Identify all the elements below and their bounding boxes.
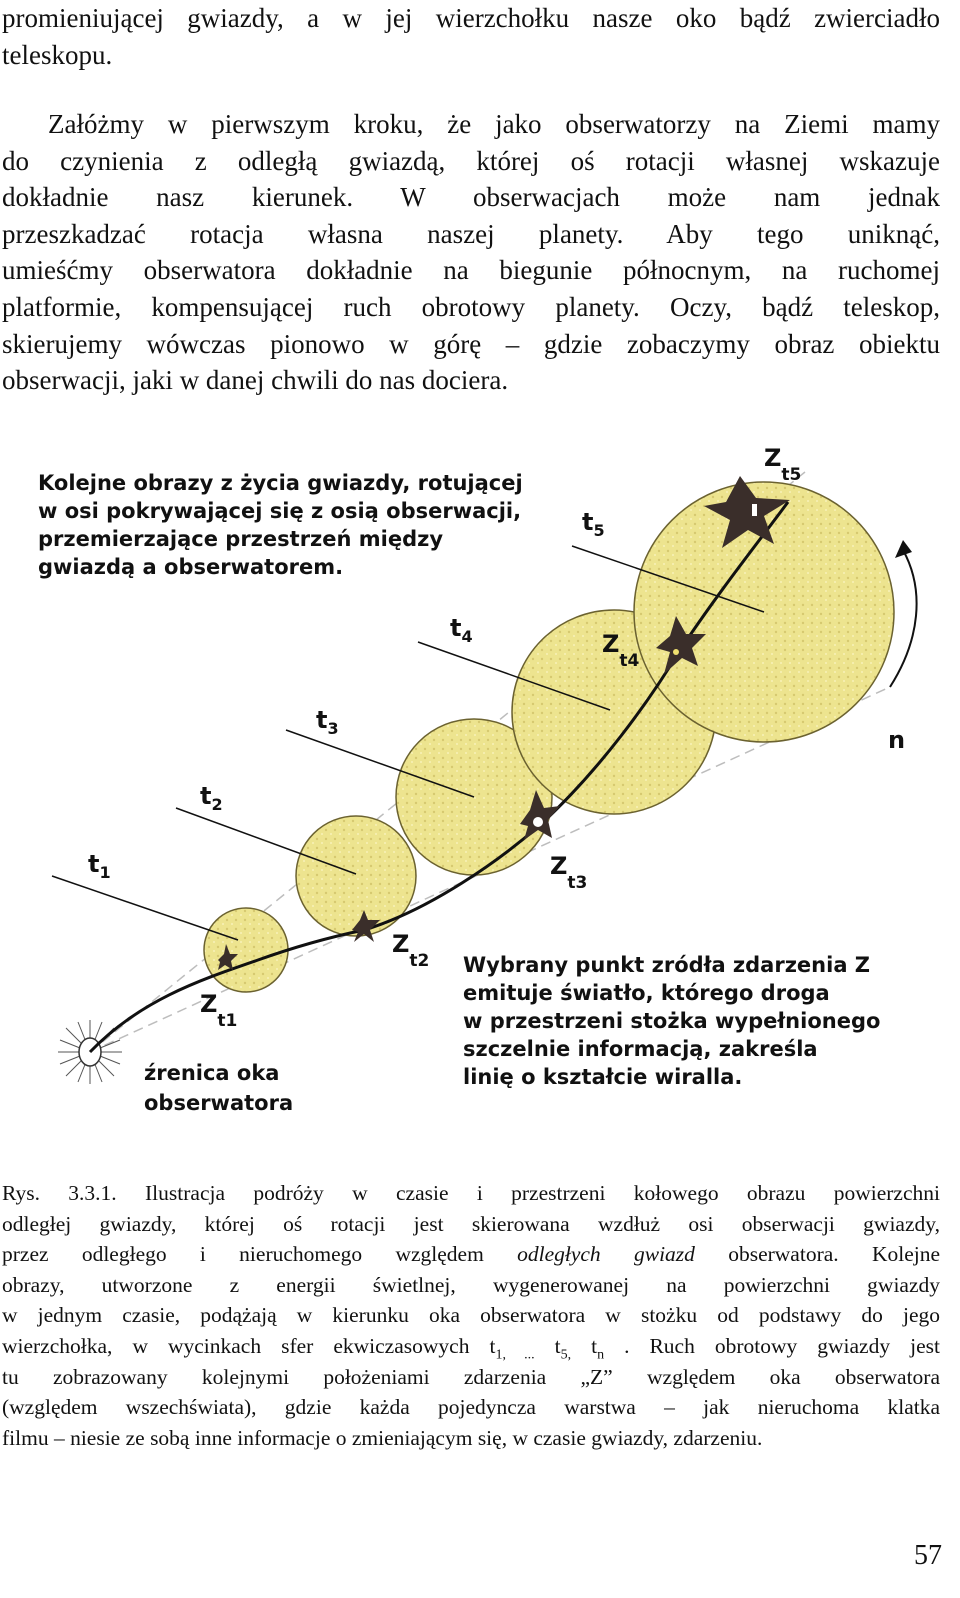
z-label-t5: Zt5 — [764, 444, 801, 485]
worldline-path — [88, 501, 790, 1054]
star-travel-diagram: Kolejne obrazy z życia gwiazdy, rotujące… — [38, 444, 918, 1115]
star-marker-t1 — [218, 944, 238, 970]
z-label-t1: Zt1 — [200, 990, 237, 1031]
t-label-1: t1 — [88, 850, 111, 882]
text-line: Załóżmy w pierwszym kroku, że jako obser… — [48, 109, 940, 139]
paragraph-1: promieniującej gwiazdy, a w jej wierzcho… — [2, 0, 940, 73]
star-marker-t3 — [520, 790, 560, 840]
page-number: 57 — [914, 1540, 942, 1571]
z-label-t2: Zt2 — [392, 930, 429, 971]
star-marker-t4 — [656, 616, 706, 674]
eye-icon — [58, 1020, 122, 1084]
caption-line: odległej gwiazdy, której oś rotacji jest… — [2, 1211, 940, 1236]
t-label-4: t4 — [450, 614, 473, 646]
t-label-3: t3 — [316, 706, 339, 738]
legend-bottom-line: emituje światło, którego droga — [463, 981, 830, 1005]
t-leaders — [51, 545, 765, 941]
t-label-2: t2 — [200, 782, 223, 814]
disc-t2 — [295, 815, 417, 937]
t-labels: t1 t2 t3 t4 t5 — [88, 508, 605, 882]
text-line: do czynienia z odległą gwiazdą, której o… — [2, 145, 940, 176]
legend-top-line: przemierzające przestrzeń między — [38, 527, 443, 551]
legend-bottom-line: Wybrany punkt zródła zdarzenia Z — [463, 953, 870, 977]
t-label-5: t5 — [582, 508, 605, 540]
legend-top-line: Kolejne obrazy z życia gwiazdy, rotujące… — [38, 471, 523, 495]
text-line: promieniującej gwiazdy, a w jej wierzcho… — [2, 3, 940, 33]
star-markers — [218, 476, 790, 970]
caption-line: Rys. 3.3.1. Ilustracja podróży w czasie … — [2, 1181, 940, 1205]
caption-line: tu zobrazowany kolejnymi położeniami zda… — [2, 1364, 940, 1389]
text-line: skierujemy wówczas pionowo w górę – gdzi… — [2, 328, 940, 359]
caption-line: przez odległego i nieruchomego względem … — [2, 1242, 941, 1267]
arrow-head-icon — [895, 540, 912, 558]
legend-bottom-line: linię o kształcie wiralla. — [463, 1065, 742, 1089]
z-label-t4: Zt4 — [602, 630, 640, 671]
text-line: przeszkadzać rotacja własna naszej plane… — [2, 218, 940, 249]
figure-caption: Rys. 3.3.1. Ilustracja podróży w czasie … — [2, 1178, 940, 1453]
caption-line: filmu – niesie ze sobą inne informacje o… — [2, 1425, 763, 1450]
rotation-label: n — [888, 726, 905, 754]
legend-top-line: gwiazdą a obserwatorem. — [38, 555, 343, 579]
figure-labels: Kolejne obrazy z życia gwiazdy, rotujące… — [38, 471, 905, 1115]
legend-bottom-line: szczelnie informacją, zakreśla — [463, 1037, 818, 1061]
caption-line: wierzchołka, w wycinkach sfer ekwiczasow… — [2, 1333, 940, 1363]
text-line: umieśćmy obserwatora dokładnie na biegun… — [2, 255, 940, 286]
text-line: platformie, kompensującej ruch obrotowy … — [2, 291, 940, 322]
paragraph-2: Załóżmy w pierwszym kroku, że jako obser… — [2, 106, 940, 399]
star-marker-t2 — [352, 910, 380, 942]
z-labels: Zt1 Zt2 Zt3 Zt4 Zt5 — [200, 444, 801, 1031]
disc-t1 — [203, 907, 289, 993]
text-line: teleskopu. — [2, 39, 113, 70]
eye-label-line: obserwatora — [144, 1091, 293, 1115]
legend-top-line: w osi pokrywającej się z osią obserwacji… — [38, 499, 521, 523]
caption-line: w jednym czasie, podążają w kierunku oka… — [2, 1303, 940, 1328]
text-line: obserwacji, jaki w danej chwili do nas d… — [2, 365, 509, 396]
star-marker-t5 — [704, 476, 790, 548]
legend-bottom-line: w przestrzeni stożka wypełnionego — [463, 1009, 880, 1033]
z-label-t3: Zt3 — [550, 852, 587, 893]
caption-line: (względem wszechświata), gdzie każda poj… — [2, 1395, 940, 1420]
eye-label-line: źrenica oka — [144, 1061, 279, 1085]
caption-line: obrazy, utworzone z energii świetlnej, w… — [2, 1272, 940, 1297]
text-line: dokładnie nasz kierunek. W obserwacjach … — [2, 182, 940, 213]
rotation-arrow-icon — [889, 549, 918, 688]
